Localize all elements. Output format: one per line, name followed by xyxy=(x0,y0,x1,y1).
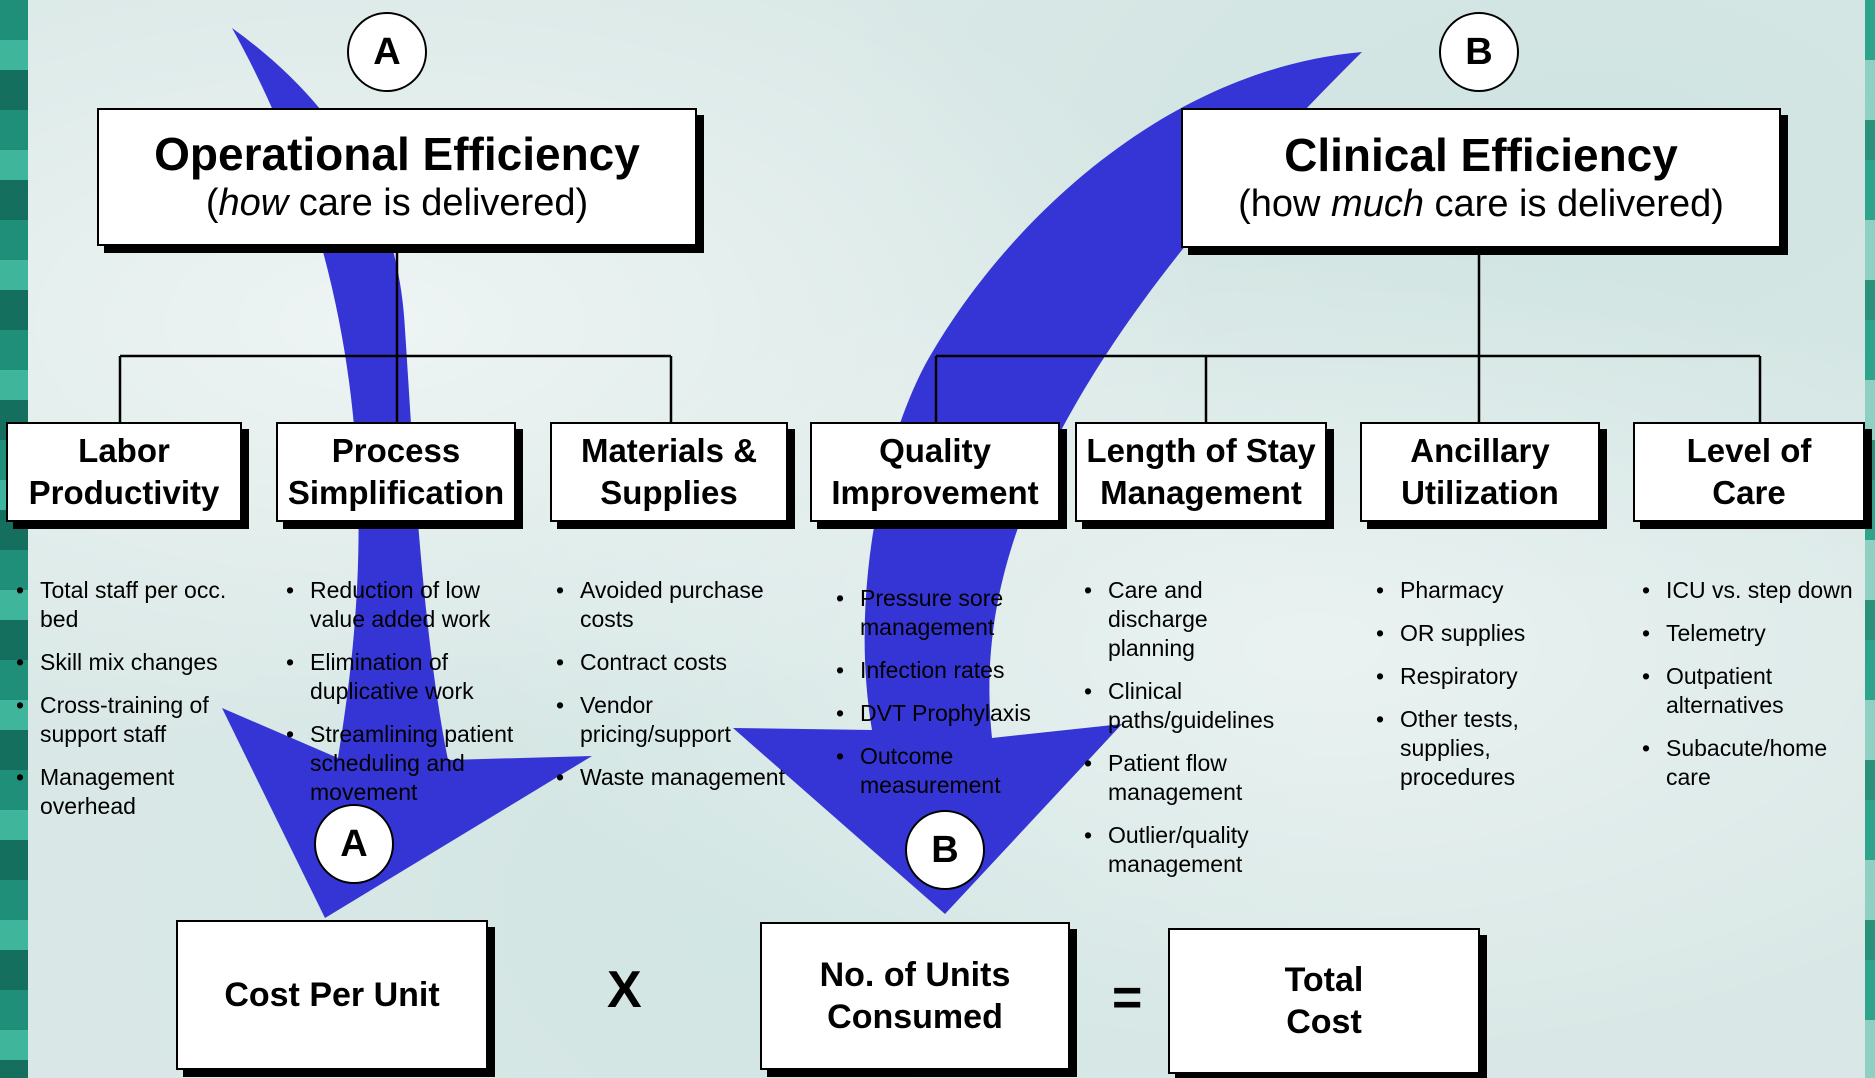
list-quality: Pressure sore management Infection rates… xyxy=(830,584,1055,814)
list-labor: Total staff per occ. bed Skill mix chang… xyxy=(10,576,250,835)
equals-sign: = xyxy=(1112,969,1143,1027)
clinical-efficiency-box: Clinical Efficiency (how much care is de… xyxy=(1181,108,1781,248)
clinical-connectors xyxy=(934,248,1762,424)
list-item: Pharmacy xyxy=(1370,576,1540,605)
list-length-of-stay: Care and discharge planning Clinical pat… xyxy=(1078,576,1298,893)
list-item: DVT Prophylaxis xyxy=(830,699,1055,728)
category-materials-supplies: Materials &Supplies xyxy=(550,422,788,522)
list-item: OR supplies xyxy=(1370,619,1540,648)
list-level-of-care: ICU vs. step down Telemetry Outpatient a… xyxy=(1636,576,1868,806)
list-materials: Avoided purchase costs Contract costs Ve… xyxy=(550,576,800,806)
operational-efficiency-title: Operational Efficiency xyxy=(154,127,640,180)
list-item: Vendor pricing/support xyxy=(550,691,800,749)
list-item: Pressure sore management xyxy=(830,584,1055,642)
list-item: Waste management xyxy=(550,763,800,792)
list-item: Patient flow management xyxy=(1078,749,1298,807)
circle-b-bottom: B xyxy=(905,810,985,890)
operational-connectors xyxy=(118,246,673,424)
list-item: Avoided purchase costs xyxy=(550,576,800,634)
list-item: Infection rates xyxy=(830,656,1055,685)
list-item: Respiratory xyxy=(1370,662,1540,691)
total-cost-box: Total Cost xyxy=(1168,928,1480,1074)
list-item: Streamlining patient scheduling and move… xyxy=(280,720,530,807)
list-item: Management overhead xyxy=(10,763,250,821)
list-item: Outcome measurement xyxy=(830,742,1055,800)
cost-per-unit-box: Cost Per Unit xyxy=(176,920,488,1070)
list-item: Cross-training of support staff xyxy=(10,691,250,749)
clinical-efficiency-title: Clinical Efficiency xyxy=(1284,128,1678,181)
list-item: Reduction of low value added work xyxy=(280,576,530,634)
left-decorative-strip xyxy=(0,0,28,1078)
units-consumed-box: No. of Units Consumed xyxy=(760,922,1070,1070)
multiply-sign: X xyxy=(607,961,642,1019)
circle-b-top: B xyxy=(1439,12,1519,92)
list-item: Total staff per occ. bed xyxy=(10,576,250,634)
list-item: Telemetry xyxy=(1636,619,1868,648)
list-process: Reduction of low value added work Elimin… xyxy=(280,576,530,821)
list-item: Elimination of duplicative work xyxy=(280,648,530,706)
list-item: Skill mix changes xyxy=(10,648,250,677)
list-ancillary: Pharmacy OR supplies Respiratory Other t… xyxy=(1370,576,1540,806)
right-decorative-strip xyxy=(1865,0,1875,1078)
list-item: ICU vs. step down xyxy=(1636,576,1868,605)
list-item: Contract costs xyxy=(550,648,800,677)
list-item: Other tests, supplies, procedures xyxy=(1370,705,1540,792)
operational-efficiency-box: Operational Efficiency (how care is deli… xyxy=(97,108,697,246)
list-item: Clinical paths/guidelines xyxy=(1078,677,1298,735)
circle-a-top: A xyxy=(347,12,427,92)
list-item: Outpatient alternatives xyxy=(1636,662,1868,720)
list-item: Outlier/quality management xyxy=(1078,821,1298,879)
list-item: Care and discharge planning xyxy=(1078,576,1298,663)
cost-per-unit-label: Cost Per Unit xyxy=(224,976,440,1014)
list-item: Subacute/home care xyxy=(1636,734,1868,792)
clinical-efficiency-subtitle: (how much care is delivered) xyxy=(1238,182,1724,225)
operational-efficiency-subtitle: (how care is delivered) xyxy=(205,181,589,224)
